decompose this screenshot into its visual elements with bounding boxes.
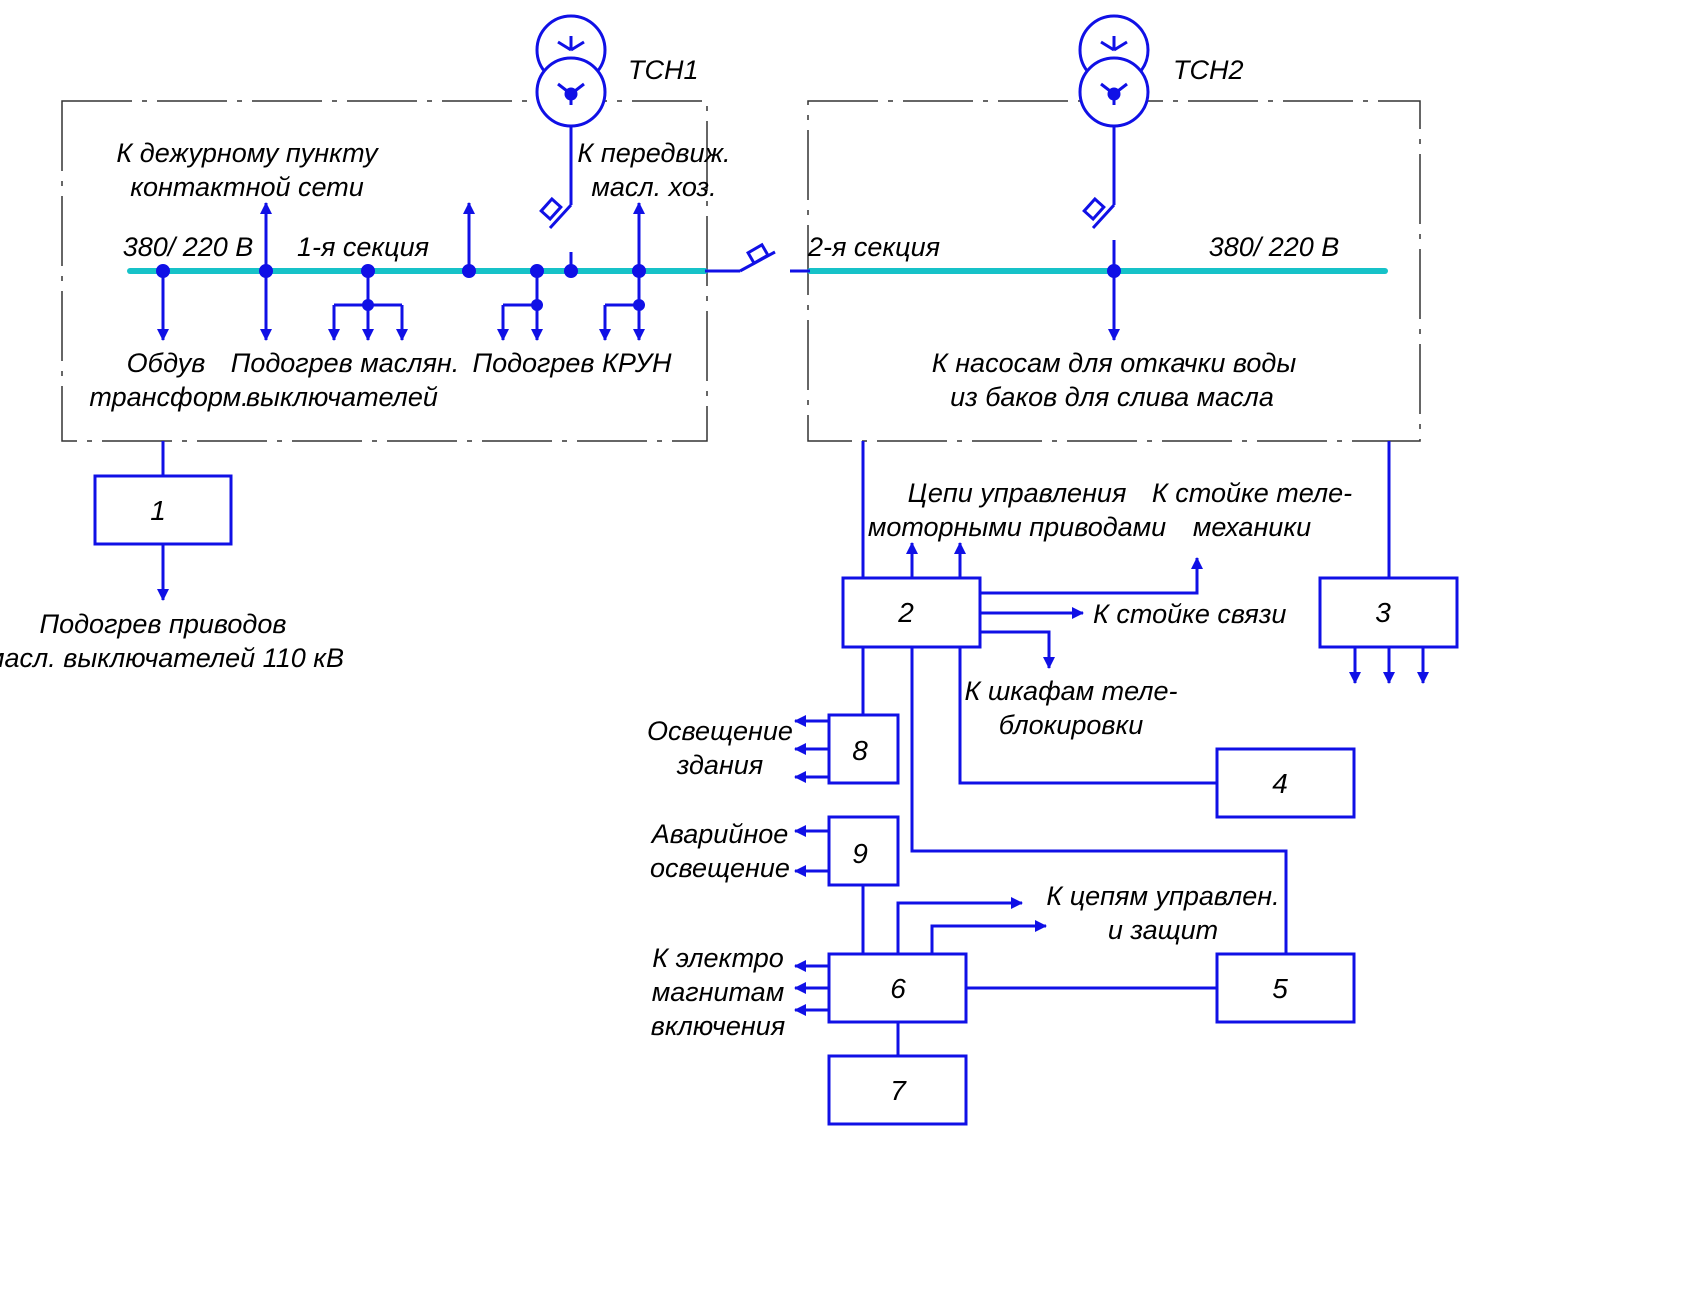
telemech-label-1: К стойке теле- [1152,478,1352,508]
protection-label-2: и защит [1108,915,1218,945]
block-7 [827,1054,968,1126]
block-2-number: 2 [897,597,914,628]
blow-label-2: трансформ. [89,382,248,412]
block-3-number: 3 [1375,597,1391,628]
comm-label: К стойке связи [1093,599,1286,629]
block-8-number: 8 [852,735,868,766]
section2-voltage: 380/ 220 В [1209,232,1340,262]
tsn2-feeder [1082,117,1116,271]
junction-dots [156,264,1121,311]
block-6-number: 6 [890,973,906,1004]
section1-voltage: 380/ 220 В [123,232,254,262]
magnets-label-3: включения [651,1011,785,1041]
telemech-label-2: механики [1193,512,1311,542]
pumps-label-1: К насосам для откачки воды [932,348,1297,378]
block-2 [841,576,982,649]
emergency-light-label-2: освещение [650,853,790,883]
duty-post-label-1: К дежурному пункту [116,138,379,168]
drive-heat-label-1: Подогрев приводов [40,609,287,639]
magnets-label-1: К электро [652,943,784,973]
transformer-2-label: ТСН2 [1173,55,1244,85]
feeder-interlock [980,630,1055,669]
building-light-label-1: Освещение [647,716,793,746]
section-breaker [705,242,810,273]
transformer-tsn2 [1078,14,1150,128]
transformer-1-label: ТСН1 [628,55,699,85]
mobile-oil-label-2: масл. хоз. [591,172,716,202]
section1-name: 1-я секция [297,232,429,262]
blow-label-1: Обдув [127,348,206,378]
feeder-telemech [980,557,1203,595]
feeder-protect-a [896,897,1023,954]
block-8 [827,713,900,785]
block-4-number: 4 [1272,768,1288,799]
tsn1-feeder [539,117,573,271]
block-9 [827,815,900,887]
block-1 [93,474,233,546]
motor-ctrl-label-1: Цепи управления [908,478,1127,508]
blocks [93,474,1459,1126]
section2-name: 2-я секция [807,232,940,262]
magnets-label-2: магнитам [652,977,784,1007]
feeder-protect-b [930,920,1047,954]
block-5 [1215,952,1356,1024]
block-3 [1318,576,1459,649]
block-9-number: 9 [852,838,868,869]
block-7-number: 7 [890,1075,907,1106]
transformer-tsn1 [535,14,607,128]
block-1-number: 1 [150,495,166,526]
interlock-label-2: блокировки [999,710,1144,740]
krun-heat-label: Подогрев КРУН [473,348,672,378]
drive-heat-label-2: масл. выключателей 110 кВ [0,643,344,673]
block-4 [1215,747,1356,819]
block-6 [827,952,968,1024]
block-5-number: 5 [1272,973,1288,1004]
pumps-label-2: из баков для слива масла [950,382,1274,412]
heat-breakers-label-1: Подогрев маслян. [231,348,460,378]
interlock-label-1: К шкафам теле- [964,676,1177,706]
heat-breakers-label-2: выключателей [246,382,438,412]
emergency-light-label-1: Аварийное [650,819,788,849]
building-light-label-2: здания [676,750,763,780]
duty-post-label-2: контактной сети [130,172,363,202]
mobile-oil-label-1: К передвиж. [577,138,730,168]
protection-label-1: К цепям управлен. [1046,881,1279,911]
motor-ctrl-label-2: моторными приводами [868,512,1166,542]
